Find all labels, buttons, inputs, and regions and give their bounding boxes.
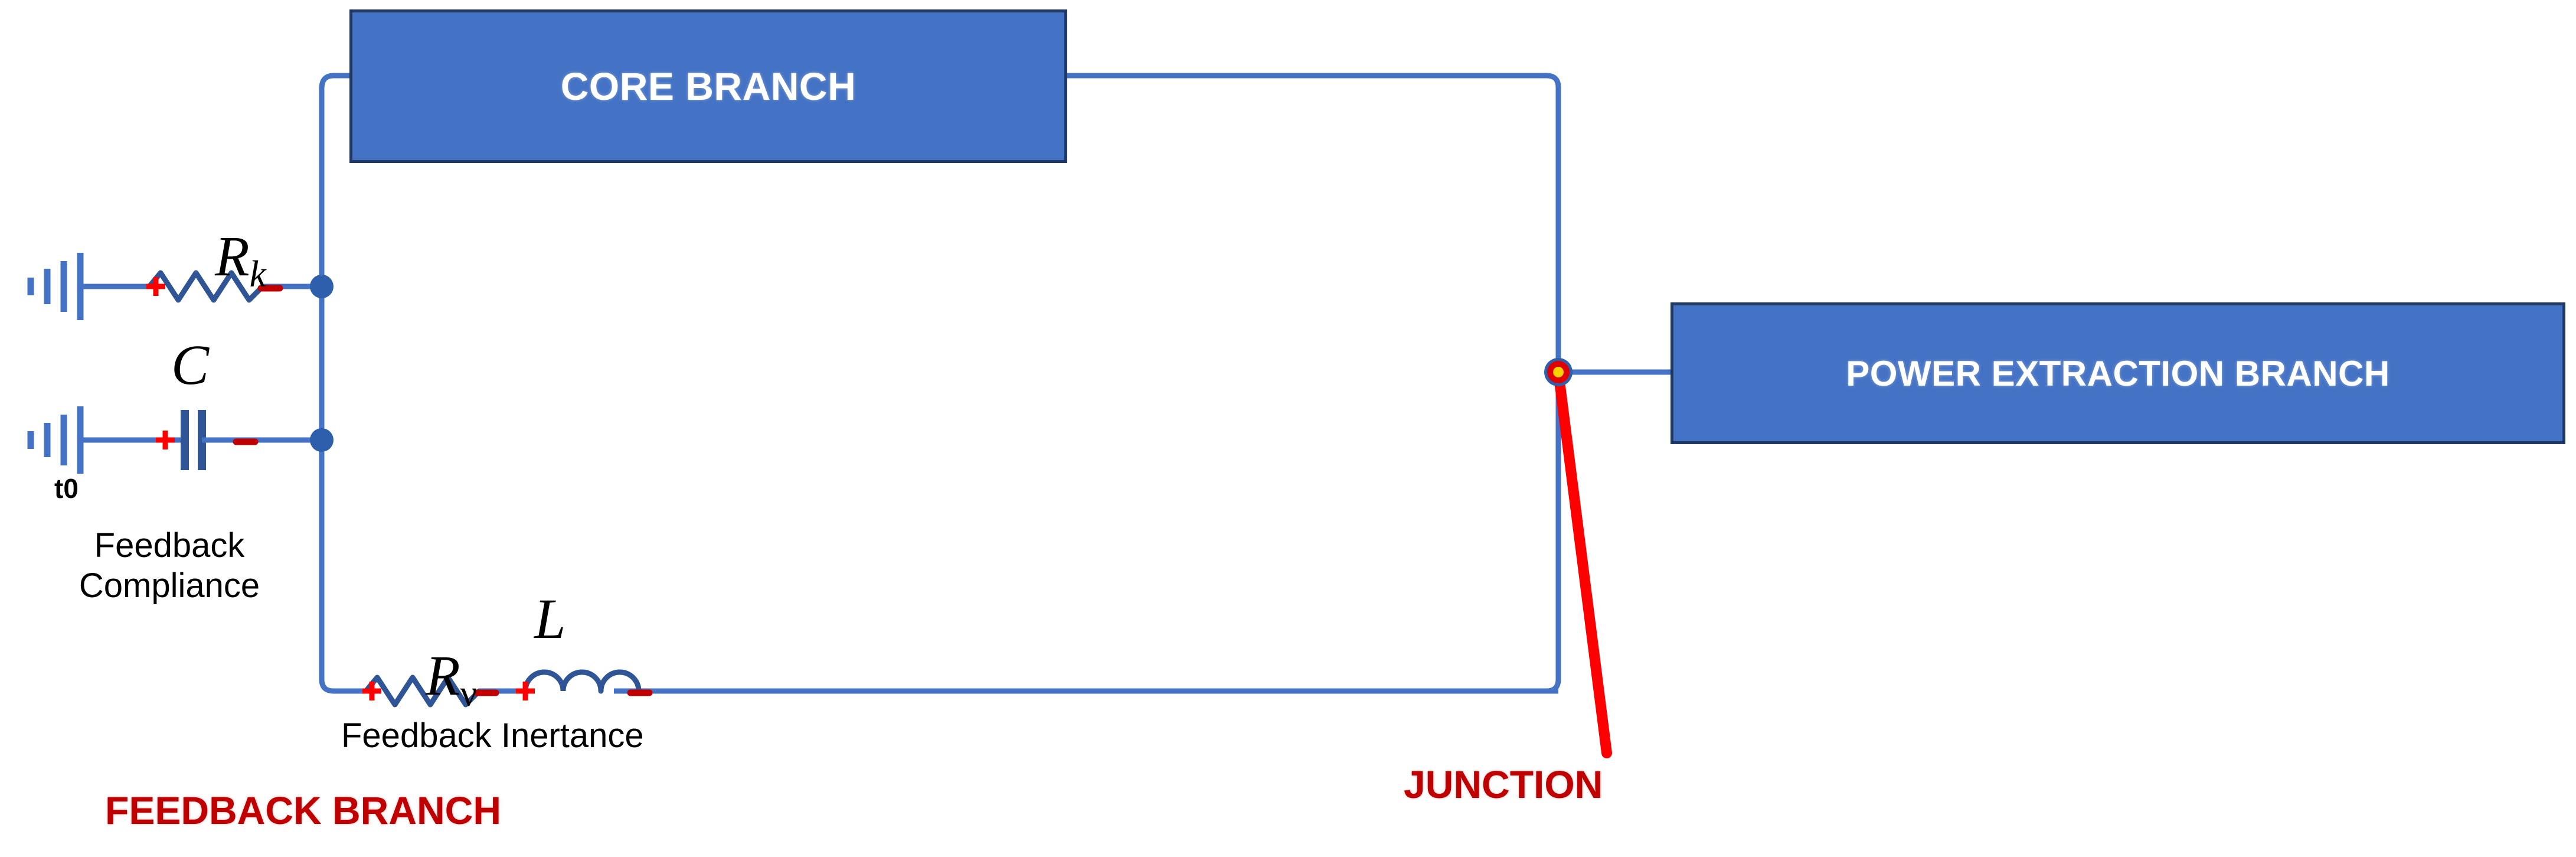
feedback-branch-annotation: FEEDBACK BRANCH (105, 788, 501, 832)
component-resistor-rk (27, 253, 322, 320)
component-resistor-rv (362, 674, 525, 708)
core-branch-block[interactable]: CORE BRANCH (349, 9, 1067, 163)
power-extraction-branch-block[interactable]: POWER EXTRACTION BRANCH (1671, 302, 2565, 444)
polarity-plus-c (156, 431, 175, 449)
wire-right-rail (1063, 73, 1561, 694)
component-capacitor-c (27, 406, 322, 474)
ground-icon-c (27, 406, 84, 474)
resistor-rv-symbol-base: R (426, 644, 460, 707)
polarity-plus-rv (362, 682, 381, 700)
capacitor-c-symbol-label: C (171, 333, 210, 396)
power-extraction-branch-label: POWER EXTRACTION BRANCH (1846, 353, 2390, 393)
core-branch-label: CORE BRANCH (560, 64, 857, 108)
resistor-rv-symbol-subscript: ν (460, 673, 478, 714)
polarity-plus-rk (146, 277, 165, 296)
resistor-rv-symbol-label: Rν (369, 591, 477, 769)
resistor-rk-symbol-subscript: k (249, 253, 266, 295)
junction-annotation: JUNCTION (1404, 762, 1603, 806)
feedback-compliance-label: Feedback Compliance (79, 526, 260, 605)
node-dot-rk (310, 275, 334, 298)
ground-icon-rk (27, 253, 84, 320)
polarity-plus-l (516, 682, 535, 700)
junction-pointer-line (1553, 367, 1612, 758)
node-dot-c (310, 428, 334, 452)
component-inductor-l (516, 669, 653, 700)
junction-node-marker (1544, 358, 1573, 386)
resistor-rk-symbol-label: Rk (158, 171, 266, 350)
feedback-inertance-label: Feedback Inertance (341, 716, 644, 755)
inductor-l-symbol-label: L (534, 587, 566, 650)
initial-time-label: t0 (54, 473, 79, 504)
resistor-rk-symbol-base: R (215, 224, 250, 288)
wire-left-rail (319, 73, 366, 694)
